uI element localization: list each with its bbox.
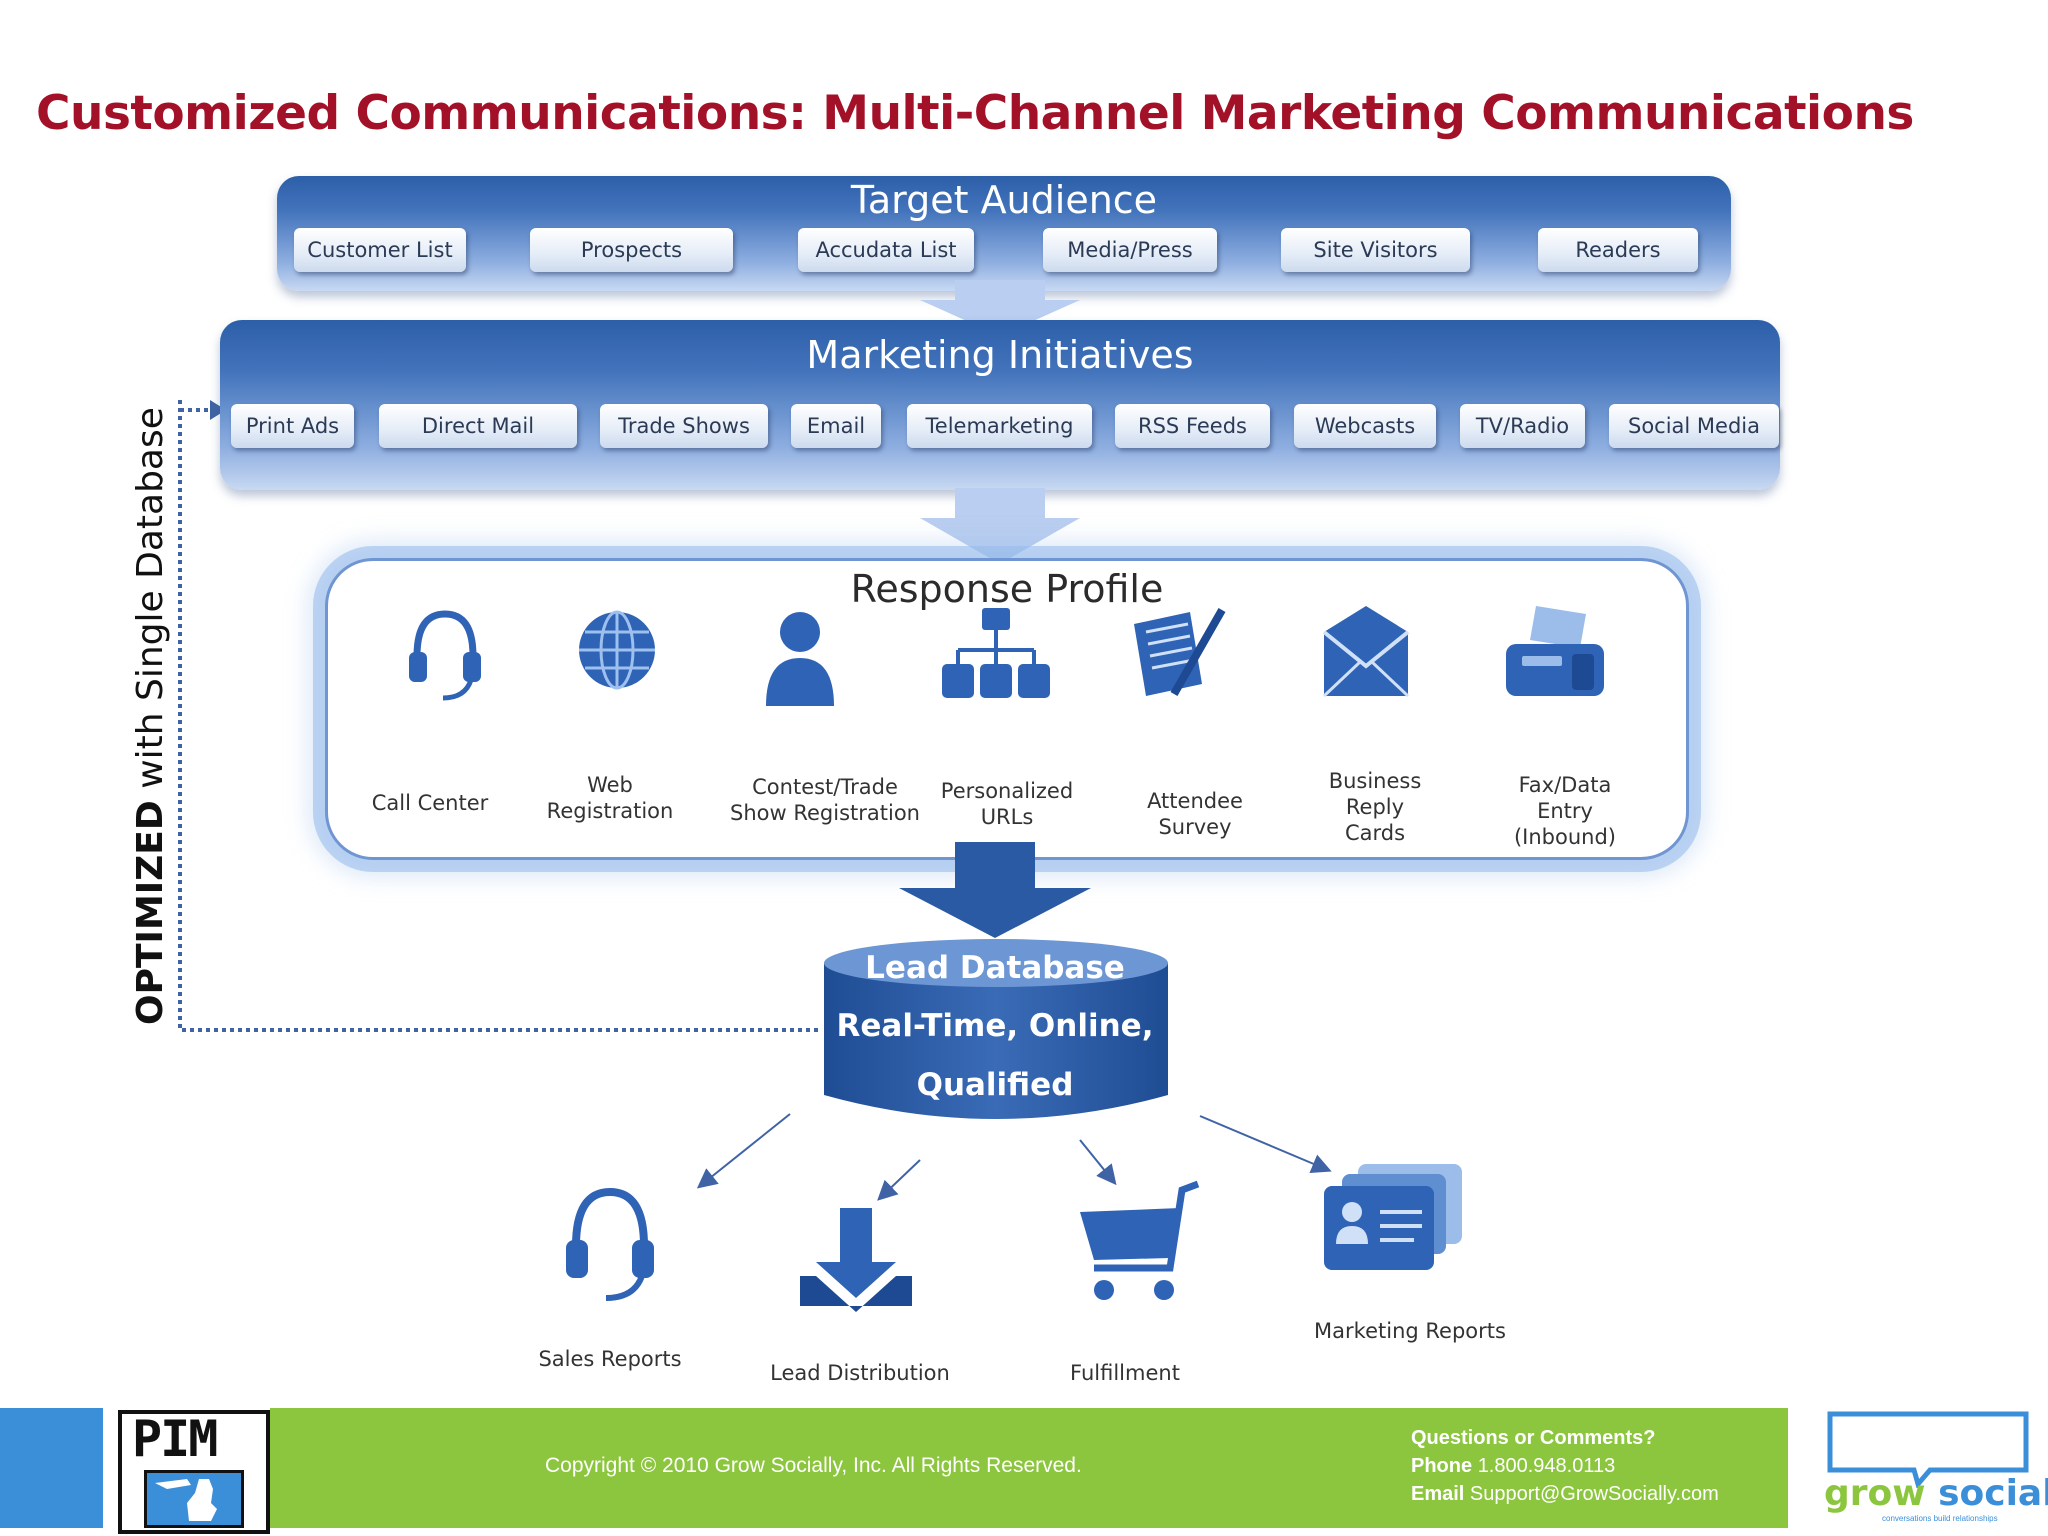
lead-database-cylinder bbox=[824, 939, 1168, 1119]
output-label-fulfillment: Fulfillment bbox=[1070, 1361, 1180, 1385]
audience-prospects: Prospects bbox=[530, 228, 733, 272]
shopping-cart-icon bbox=[1080, 1180, 1200, 1300]
lead-database-title: Lead Database bbox=[865, 950, 1125, 986]
footer-questions: Questions or Comments? bbox=[1411, 1427, 1656, 1449]
initiative-rss-feeds: RSS Feeds bbox=[1115, 404, 1270, 448]
globe-icon bbox=[579, 610, 655, 690]
feedback-loop-line bbox=[178, 400, 820, 1032]
initiative-trade-shows: Trade Shows bbox=[600, 404, 768, 448]
footer-email-label: Email bbox=[1411, 1483, 1465, 1505]
initiative-email: Email bbox=[791, 404, 881, 448]
output-label-marketing-reports: Marketing Reports bbox=[1314, 1319, 1506, 1343]
target-audience-title: Target Audience bbox=[850, 178, 1158, 222]
initiative-print-ads: Print Ads bbox=[231, 404, 354, 448]
flow-arrow-2 bbox=[920, 488, 1080, 564]
response-label-personalized-urls: Personalized URLs bbox=[940, 779, 1074, 829]
network-icon bbox=[942, 608, 1050, 698]
michigan-map-icon bbox=[155, 1479, 217, 1521]
lead-database-line2: Real-Time, Online, bbox=[836, 1008, 1154, 1044]
initiative-telemarketing: Telemarketing bbox=[907, 404, 1092, 448]
footer-contact: Questions or Comments? Phone 1.800.948.0… bbox=[1411, 1424, 1719, 1508]
output-label-lead-distribution: Lead Distribution bbox=[770, 1361, 950, 1385]
response-label-call-center: Call Center bbox=[371, 791, 489, 815]
download-arrow-icon bbox=[800, 1208, 912, 1312]
audience-site-visitors: Site Visitors bbox=[1281, 228, 1470, 272]
target-audience-panel: Target Audience bbox=[277, 176, 1731, 291]
id-card-icon bbox=[1324, 1164, 1462, 1270]
footer-blue-block bbox=[0, 1408, 103, 1528]
fax-icon bbox=[1506, 606, 1604, 696]
audience-customer-list: Customer List bbox=[294, 228, 466, 272]
envelope-icon bbox=[1322, 606, 1410, 698]
flow-arrow-1 bbox=[920, 280, 1080, 336]
response-label-business-reply-cards: Business Reply Cards bbox=[1328, 769, 1422, 845]
pim-logo: PIM bbox=[118, 1410, 270, 1534]
sales-headset-icon bbox=[566, 1187, 654, 1301]
audience-accudata-list: Accudata List bbox=[798, 228, 974, 272]
response-label-fax-data-entry: Fax/Data Entry (Inbound) bbox=[1513, 773, 1617, 849]
initiative-direct-mail: Direct Mail bbox=[379, 404, 577, 448]
marketing-initiatives-title: Marketing Initiatives bbox=[806, 333, 1194, 377]
audience-media-press: Media/Press bbox=[1043, 228, 1217, 272]
response-profile-title: Response Profile bbox=[850, 567, 1164, 611]
footer-phone-label: Phone bbox=[1411, 1455, 1473, 1477]
initiative-tv-radio: TV/Radio bbox=[1460, 404, 1585, 448]
footer-copyright: Copyright © 2010 Grow Socially, Inc. All… bbox=[545, 1454, 1082, 1477]
survey-pen-icon bbox=[1134, 608, 1226, 696]
grow-socially-logo: grow socially conversations build relati… bbox=[1822, 1408, 2048, 1528]
response-label-contest-registration: Contest/Trade Show Registration bbox=[730, 775, 920, 825]
output-arrows bbox=[696, 1113, 1332, 1201]
page-title: Customized Communications: Multi-Channel… bbox=[36, 86, 1914, 141]
response-label-attendee-survey: Attendee Survey bbox=[1147, 789, 1243, 839]
output-label-sales-reports: Sales Reports bbox=[538, 1347, 682, 1371]
headset-icon bbox=[409, 610, 481, 701]
audience-readers: Readers bbox=[1538, 228, 1698, 272]
flow-arrow-3 bbox=[899, 842, 1091, 938]
initiative-webcasts: Webcasts bbox=[1294, 404, 1436, 448]
response-label-web-registration: Web Registration bbox=[546, 773, 674, 823]
initiative-social-media: Social Media bbox=[1609, 404, 1779, 448]
speech-bubble-icon bbox=[1827, 1411, 2029, 1488]
footer-email[interactable]: Support@GrowSocially.com bbox=[1469, 1483, 1719, 1505]
footer-green-bar bbox=[270, 1408, 1788, 1528]
lead-database-line3: Qualified bbox=[916, 1067, 1074, 1103]
footer-phone: 1.800.948.0113 bbox=[1477, 1455, 1616, 1477]
person-icon bbox=[766, 612, 834, 706]
